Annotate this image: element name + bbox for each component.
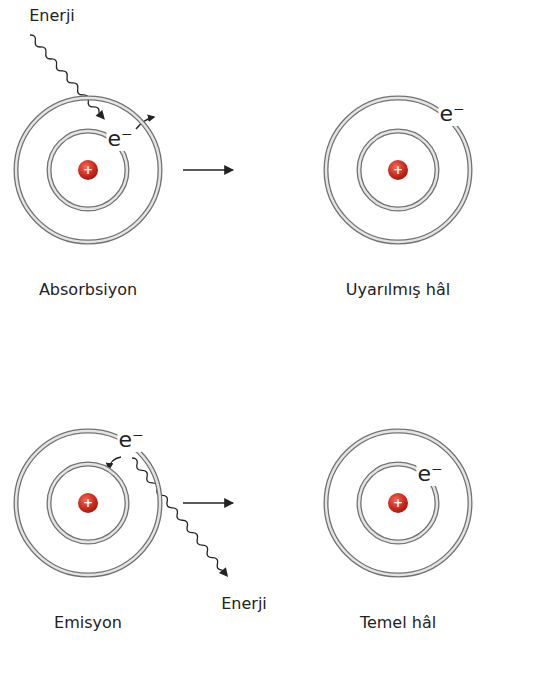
orbit-ring-inner [326, 431, 470, 575]
nucleus-ball [388, 493, 408, 513]
orbit-ring-inner [16, 431, 160, 575]
charge-sign: + [387, 492, 409, 514]
electron-label: e⁻ [416, 462, 443, 486]
orbit-ring-inner [359, 131, 437, 209]
nucleus-ball [388, 160, 408, 180]
charge-sign: + [77, 492, 99, 514]
nucleus: + [387, 492, 409, 514]
transition-arrow [183, 502, 233, 503]
orbit-ring [359, 131, 437, 209]
charge-sign: + [387, 159, 409, 181]
atom-model: Absorbsiyon + [13, 95, 163, 300]
electron-label: e⁻ [117, 428, 144, 452]
wave-line [130, 456, 224, 571]
orbit-ring-inner [49, 464, 127, 542]
state-caption: Absorbsiyon [37, 280, 140, 300]
state-caption: Temel hâl [358, 613, 439, 633]
fall-arrow [109, 457, 121, 469]
energy-label: Enerji [29, 6, 75, 26]
nucleus-ball [78, 160, 98, 180]
nucleus-ball [78, 493, 98, 513]
energy-wave-in [27, 32, 109, 123]
wave-head [96, 110, 109, 123]
electron-label: e⁻ [106, 127, 133, 151]
energy-wave-out [128, 455, 231, 580]
nucleus: + [77, 159, 99, 181]
orbit-ring-inner [16, 98, 160, 242]
energy-label: Enerji [221, 594, 267, 614]
charge-sign: + [77, 159, 99, 181]
atom-model: Temel hâl + [323, 428, 473, 633]
wave-head [219, 567, 232, 580]
electron-label: e⁻ [438, 102, 465, 126]
orbit-ring [326, 98, 470, 242]
atom-model: Emisyon + [13, 428, 163, 633]
orbit-ring [49, 464, 127, 542]
state-caption: Emisyon [52, 613, 124, 633]
orbit-ring [16, 98, 160, 242]
orbit-ring-inner [326, 98, 470, 242]
transition-arrow [183, 169, 233, 170]
state-caption: Uyarılmış hâl [344, 280, 453, 300]
nucleus: + [77, 492, 99, 514]
orbit-ring [16, 431, 160, 575]
nucleus: + [387, 159, 409, 181]
orbit-ring [326, 431, 470, 575]
